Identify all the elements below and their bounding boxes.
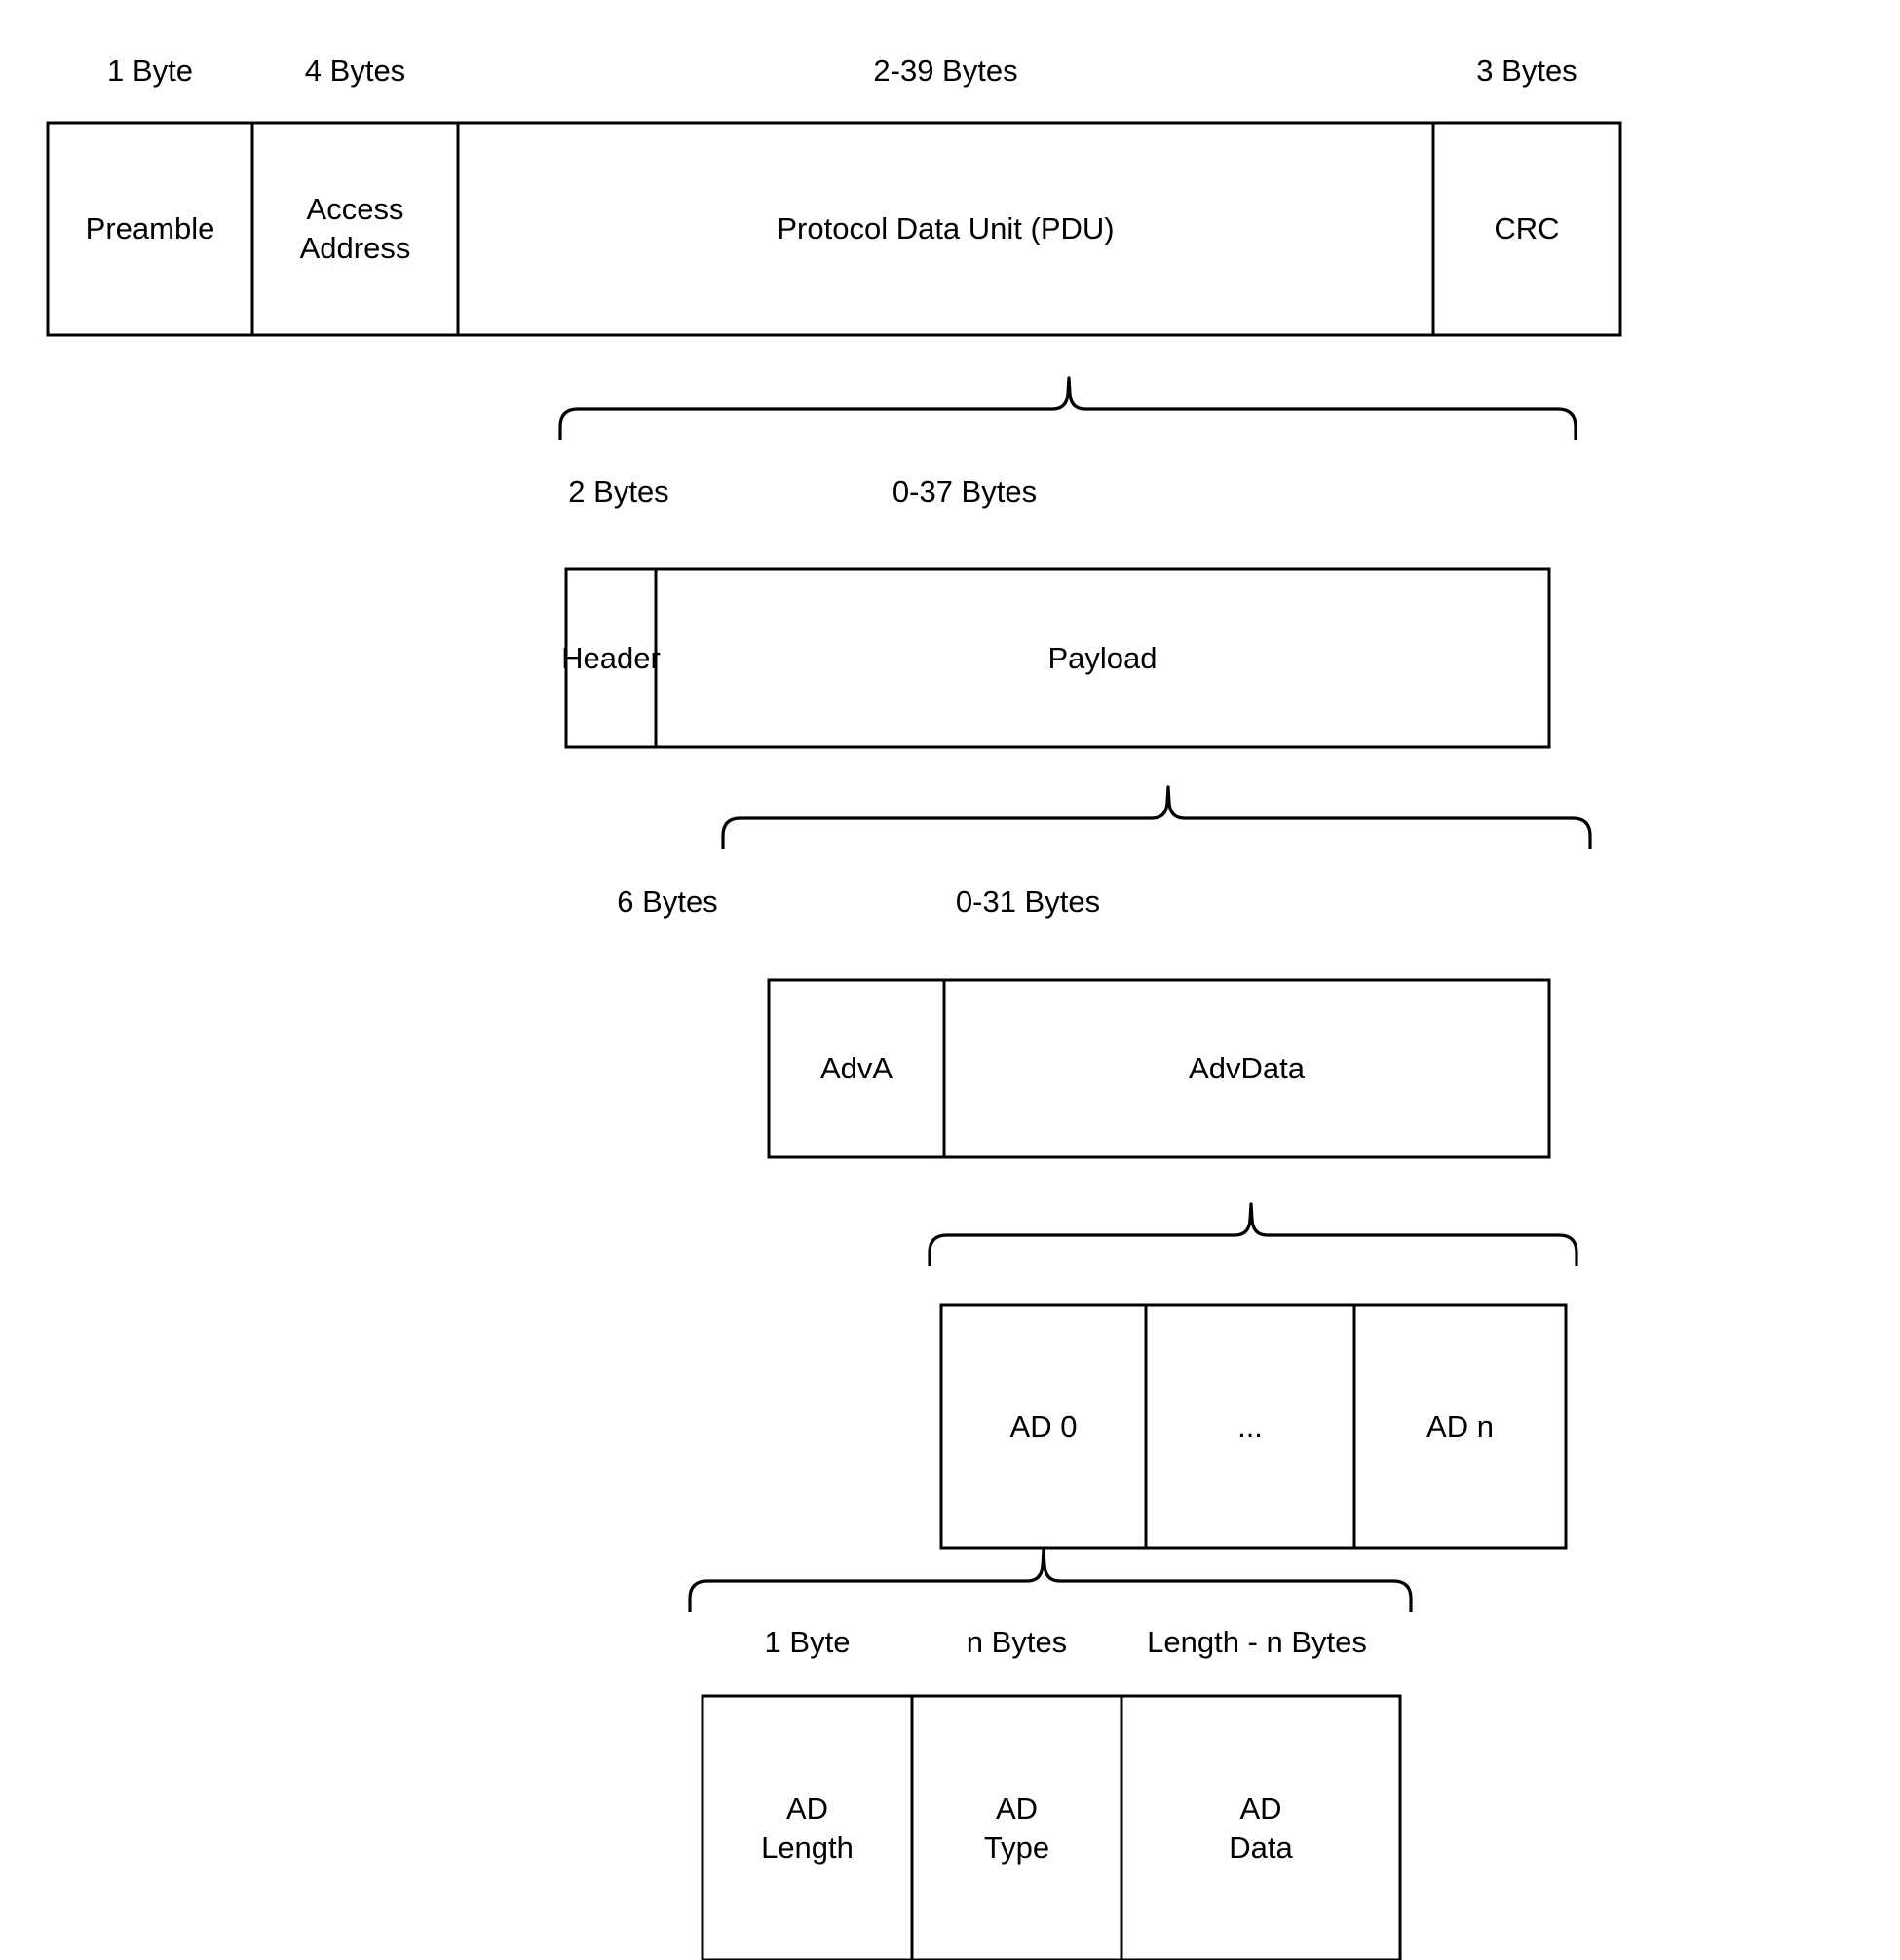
payload-breakdown-row-shapes bbox=[767, 978, 1551, 1159]
brace-pdu-to-header-payload bbox=[558, 376, 1577, 440]
brace-ad-to-length-type-data bbox=[688, 1548, 1413, 1612]
pdu-breakdown-outline bbox=[564, 567, 1551, 749]
advdata-breakdown-outline bbox=[939, 1303, 1568, 1550]
link-layer-packet-row-shapes bbox=[46, 121, 1622, 337]
link-layer-packet-outline bbox=[46, 121, 1622, 337]
payload-breakdown-outline bbox=[767, 978, 1551, 1159]
advdata-breakdown-row-shapes bbox=[939, 1303, 1568, 1550]
ad-structure-row-shapes bbox=[701, 1694, 1402, 1960]
brace-advdata-to-ad-entries bbox=[928, 1202, 1578, 1266]
pdu-breakdown-row-shapes bbox=[564, 567, 1551, 749]
ad-structure-outline bbox=[701, 1694, 1402, 1960]
brace-payload-to-adva-advdata bbox=[721, 785, 1592, 849]
